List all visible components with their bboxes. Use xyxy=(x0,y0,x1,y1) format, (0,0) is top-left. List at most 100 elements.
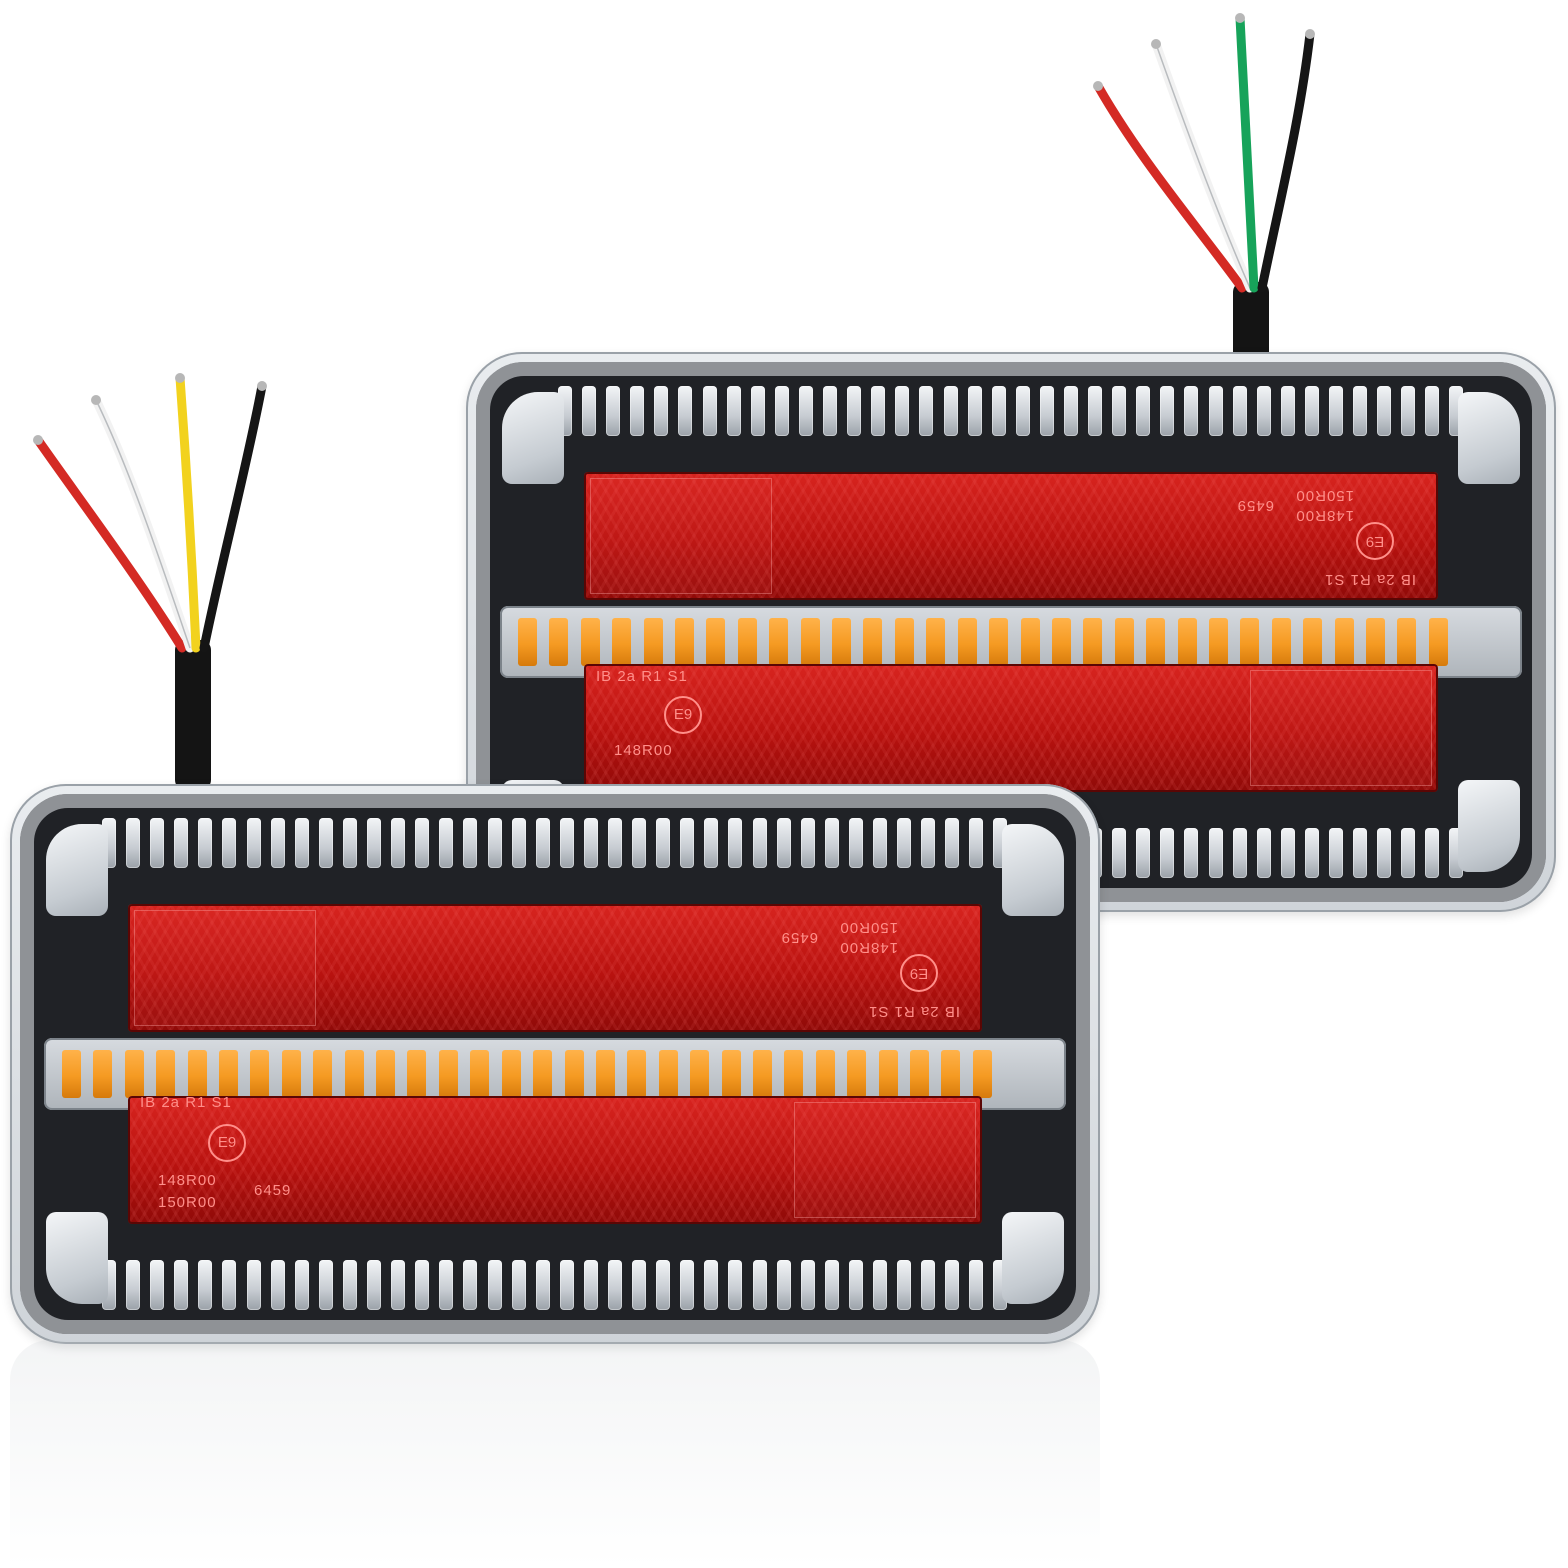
clear-led-rib xyxy=(1136,828,1151,878)
clear-led-rib xyxy=(1329,828,1343,878)
front-wire-tip xyxy=(175,373,185,383)
front-wire-white-edge xyxy=(95,399,191,649)
amber-led xyxy=(1240,618,1260,666)
amber-led xyxy=(1365,618,1385,666)
back-wire-tip xyxy=(1093,81,1103,91)
clear-led-rib xyxy=(511,1260,526,1310)
clear-corner-bracket xyxy=(502,392,564,484)
clear-led-rib xyxy=(1256,828,1271,878)
marking-serial: 6459 xyxy=(254,1182,292,1199)
clear-led-rib xyxy=(342,1260,357,1310)
amber-led xyxy=(1271,618,1291,666)
clear-corner-bracket xyxy=(46,824,108,916)
clear-led-rib xyxy=(150,1260,165,1310)
amber-led xyxy=(815,1050,835,1098)
back-wire-red xyxy=(1093,81,1247,293)
amber-led xyxy=(376,1050,396,1098)
marking-serial: 6459 xyxy=(1236,497,1274,514)
red-reflector-lower: IB 2a R1 S1 E9 148R00 xyxy=(584,664,1438,792)
amber-led xyxy=(549,618,569,666)
clear-led-rib xyxy=(535,1260,550,1310)
marking-class-code: IB 2a R1 S1 xyxy=(868,1003,960,1020)
clear-corner-bracket xyxy=(1458,392,1520,484)
clear-led-rib xyxy=(1280,386,1295,436)
amber-led xyxy=(643,618,663,666)
clear-led-rib xyxy=(1112,828,1127,878)
clear-led-rib xyxy=(848,1260,863,1310)
back-wire-white-edge xyxy=(1155,43,1251,289)
amber-led xyxy=(957,618,977,666)
clear-led-rib xyxy=(871,386,886,436)
amber-led xyxy=(595,1050,615,1098)
clear-led-rib xyxy=(776,818,791,868)
clear-led-rib xyxy=(1208,386,1223,436)
clear-led-rib xyxy=(1401,386,1416,436)
marking-code-1: 148R00 xyxy=(839,939,898,956)
clear-led-rib xyxy=(632,1260,647,1310)
front-tail-light: IB 2a R1 S1 E9 148R00 150R00 6459 IB 2a … xyxy=(10,784,1100,1344)
amber-led xyxy=(612,618,632,666)
clear-led-rib xyxy=(776,1260,791,1310)
back-wire-tip xyxy=(1151,39,1161,49)
amber-led xyxy=(313,1050,333,1098)
clear-led-rib xyxy=(1425,386,1440,436)
amber-led xyxy=(156,1050,176,1098)
clear-led-rib xyxy=(945,818,960,868)
reflector-window xyxy=(1250,670,1432,786)
lamp-housing: IB 2a R1 S1 E9 148R00 150R00 6459 IB 2a … xyxy=(20,794,1090,1334)
amber-led xyxy=(627,1050,647,1098)
clear-led-rib xyxy=(656,1260,671,1310)
clear-led-rib xyxy=(1377,386,1392,436)
clear-led-rib xyxy=(824,1260,839,1310)
clear-led-rib xyxy=(294,1260,309,1310)
clear-led-rib xyxy=(270,1260,285,1310)
amber-led xyxy=(564,1050,584,1098)
amber-led xyxy=(62,1050,81,1098)
clear-led-rib xyxy=(1039,386,1054,436)
clear-led-rib xyxy=(342,818,357,868)
red-reflector-upper: IB 2a R1 S1 E9 148R00 150R00 6459 xyxy=(584,472,1438,600)
clear-led-rib xyxy=(582,386,597,436)
marking-class-code: IB 2a R1 S1 xyxy=(1324,571,1416,588)
clear-led-rib xyxy=(728,1260,743,1310)
clear-led-rib xyxy=(222,1260,237,1310)
clear-led-rib xyxy=(559,1260,574,1310)
amber-led xyxy=(972,1050,992,1098)
amber-led xyxy=(690,1050,710,1098)
clear-led-rib xyxy=(897,818,912,868)
amber-led xyxy=(438,1050,458,1098)
clear-led-rib xyxy=(873,1260,887,1310)
back-wire-tip xyxy=(1305,29,1315,39)
clear-led-rib xyxy=(752,1260,767,1310)
amber-led xyxy=(124,1050,144,1098)
amber-led xyxy=(533,1050,553,1098)
clear-led-rib xyxy=(1304,386,1319,436)
amber-led xyxy=(281,1050,301,1098)
amber-led xyxy=(1051,618,1071,666)
amber-led xyxy=(1114,618,1134,666)
amber-led xyxy=(752,1050,772,1098)
front-wire-tip xyxy=(33,435,43,445)
clear-corner-bracket xyxy=(46,1212,108,1304)
back-wire-green xyxy=(1235,13,1259,293)
reflector-window xyxy=(134,910,316,1026)
clear-led-rib xyxy=(1353,828,1368,878)
amber-led xyxy=(1334,618,1354,666)
marking-class-code: IB 2a R1 S1 xyxy=(596,668,688,685)
clear-led-rib xyxy=(704,1260,719,1310)
clear-led-rib xyxy=(607,818,622,868)
clear-led-rib xyxy=(487,1260,502,1310)
clear-led-rib xyxy=(294,818,309,868)
clear-led-rib xyxy=(535,818,550,868)
marking-code-1: 148R00 xyxy=(158,1172,217,1189)
approval-mark-e9: E9 xyxy=(1356,522,1394,560)
clear-led-rib xyxy=(318,1260,333,1310)
clear-led-rib xyxy=(1401,828,1416,878)
amber-led xyxy=(1397,618,1417,666)
amber-led xyxy=(658,1050,678,1098)
back-wire-black xyxy=(1257,29,1315,293)
clear-corner-bracket xyxy=(1002,824,1064,916)
clear-led-rib xyxy=(824,818,839,868)
